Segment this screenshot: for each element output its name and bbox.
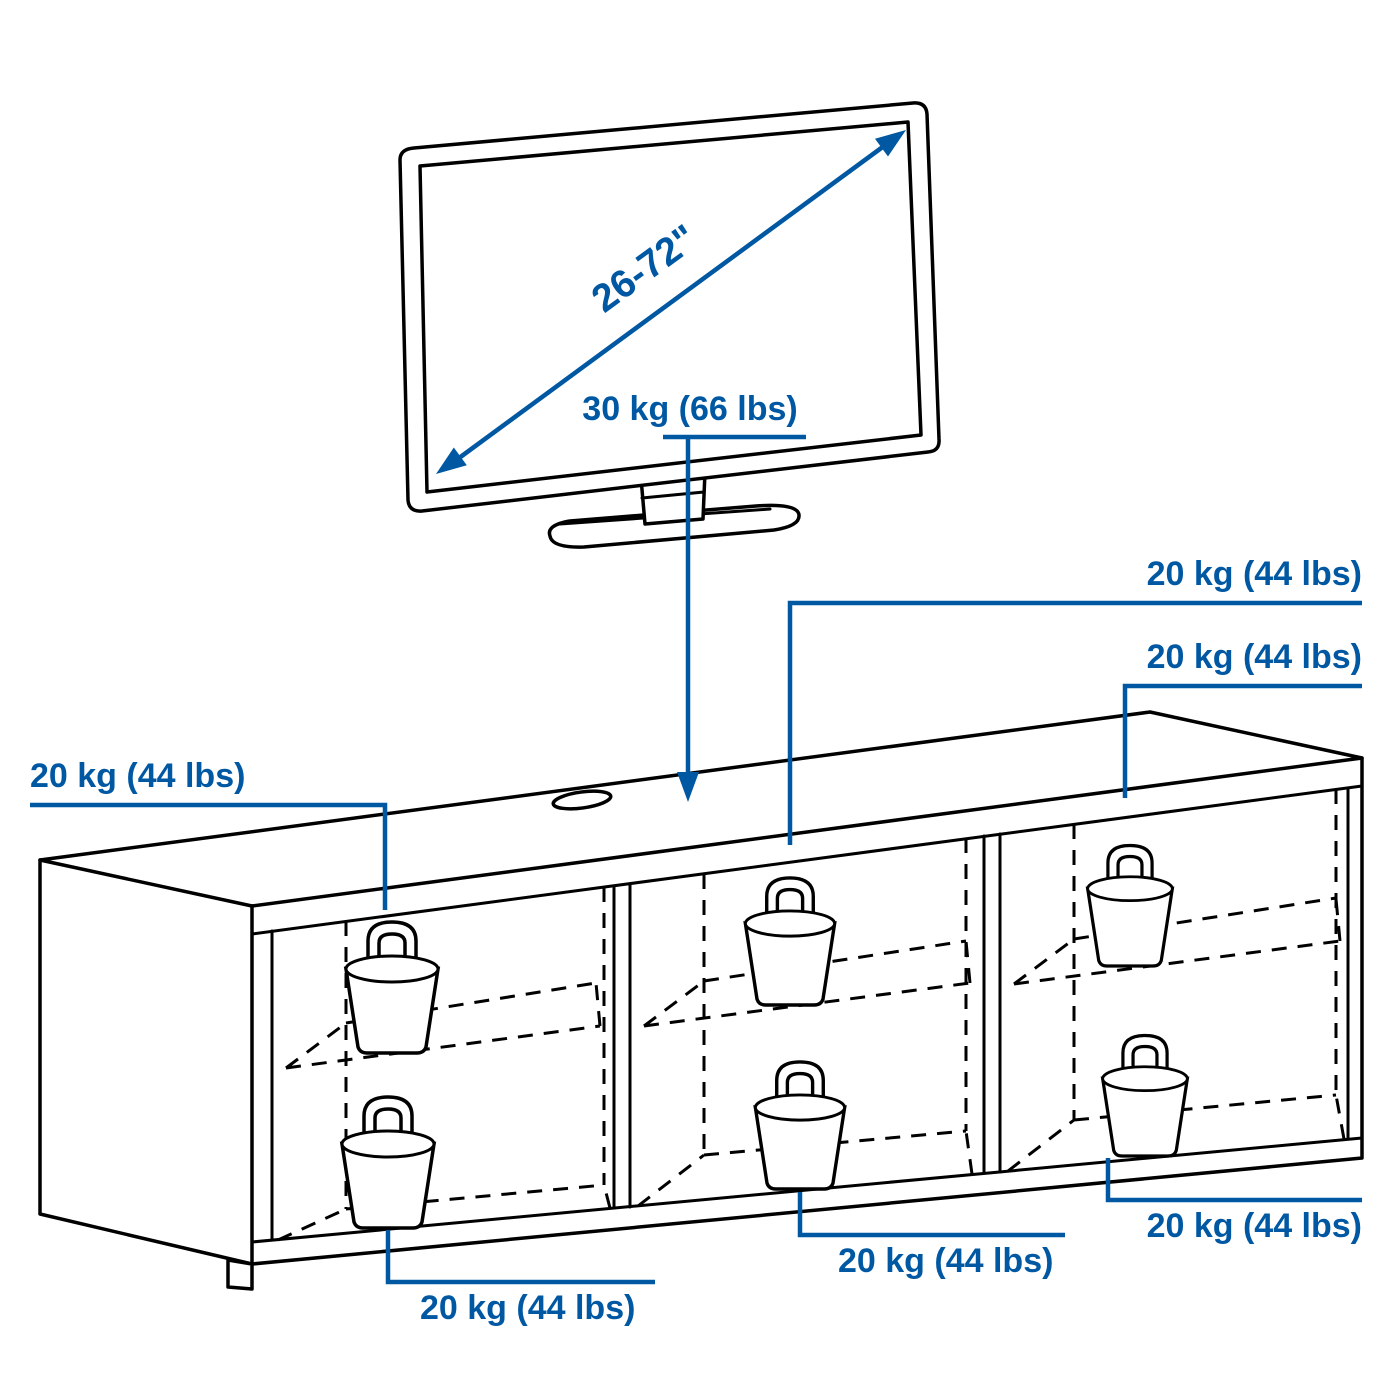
left-compartment-shelf-dashes (277, 887, 612, 1242)
diagonal-arrowhead-bottom (436, 447, 467, 474)
tv-stand-neck-line (640, 490, 706, 500)
load-label-middle-bottom: 20 kg (44 lbs) (838, 1242, 1053, 1280)
bench-illustration (38, 710, 1364, 1291)
annotation-lines (30, 144, 1362, 1285)
bench-frame-verticals (270, 786, 1350, 1242)
leader-left-bottom (385, 1230, 655, 1285)
load-label-right-bottom: 20 kg (44 lbs) (1147, 1207, 1362, 1245)
tv-diagonal-arrow-line (453, 144, 886, 463)
leader-middle-bottom (797, 1192, 1065, 1238)
load-label-left-bottom: 20 kg (44 lbs) (420, 1289, 635, 1327)
leader-right-top (1122, 683, 1362, 798)
leader-right-bottom (1105, 1158, 1362, 1203)
cable-outlet-hole (551, 789, 613, 811)
leader-middle-top (787, 600, 1362, 845)
bench-top-panel-inner-line (250, 784, 1364, 936)
bench-left-end-top-edge (38, 858, 254, 908)
line-art-layer (38, 101, 1364, 1291)
diagonal-arrowhead-top (875, 130, 906, 157)
right-compartment-shelf-dashes (1007, 789, 1346, 1173)
down-arrowhead (677, 772, 699, 802)
load-label-right-top: 20 kg (44 lbs) (1147, 638, 1362, 676)
leader-left-top (30, 802, 388, 910)
annotation-arrowheads (436, 130, 906, 802)
load-label-middle-top: 20 kg (44 lbs) (1147, 555, 1362, 593)
bench-foot (226, 1258, 254, 1291)
load-label-left-top: 20 kg (44 lbs) (30, 757, 245, 795)
tv-illustration (398, 101, 941, 549)
bench-front-top-edge (250, 756, 1364, 908)
tv-max-load-label: 30 kg (66 lbs) (582, 390, 797, 428)
tv-screen (418, 120, 923, 494)
